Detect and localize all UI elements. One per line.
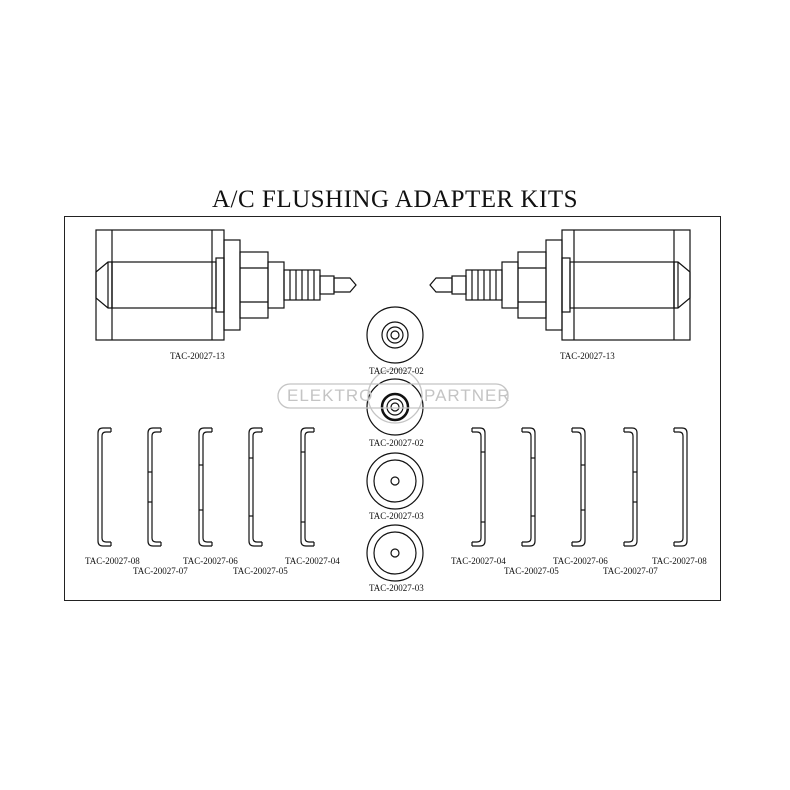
disc-03-b [366,524,424,582]
label-disc-3: TAC-20027-03 [369,511,424,521]
watermark-right-text: PARTNER [424,386,511,405]
kit-board [64,216,721,601]
label-left-06: TAC-20027-06 [183,556,238,566]
disc-02-a [366,306,424,364]
page-title: A/C FLUSHING ADAPTER KITS [211,186,578,213]
label-adapter-right: TAC-20027-13 [560,351,615,361]
label-right-05: TAC-20027-05 [504,566,559,576]
label-disc-4: TAC-20027-03 [369,583,424,593]
label-left-05: TAC-20027-05 [233,566,288,576]
bracket-right-06 [571,427,586,547]
label-adapter-left: TAC-20027-13 [170,351,225,361]
bracket-right-07 [623,427,638,547]
bracket-left-08 [97,427,112,547]
label-left-08: TAC-20027-08 [85,556,140,566]
label-right-04: TAC-20027-04 [451,556,506,566]
label-left-07: TAC-20027-07 [133,566,188,576]
adapter-left [95,229,357,341]
adapter-right [429,229,691,341]
label-right-06: TAC-20027-06 [553,556,608,566]
label-disc-1: TAC-20027-02 [369,366,424,376]
disc-02-b [366,378,424,436]
bracket-left-05 [248,427,263,547]
disc-03-a [366,452,424,510]
bracket-left-07 [147,427,162,547]
watermark-left-text: ELEKTRO [287,386,374,405]
bracket-right-04 [471,427,486,547]
label-left-04: TAC-20027-04 [285,556,340,566]
watermark-logo [277,368,509,424]
bracket-left-06 [198,427,213,547]
bracket-right-08 [673,427,688,547]
label-disc-2: TAC-20027-02 [369,438,424,448]
label-right-08: TAC-20027-08 [652,556,707,566]
bracket-right-05 [521,427,536,547]
bracket-left-04 [300,427,315,547]
label-right-07: TAC-20027-07 [603,566,658,576]
